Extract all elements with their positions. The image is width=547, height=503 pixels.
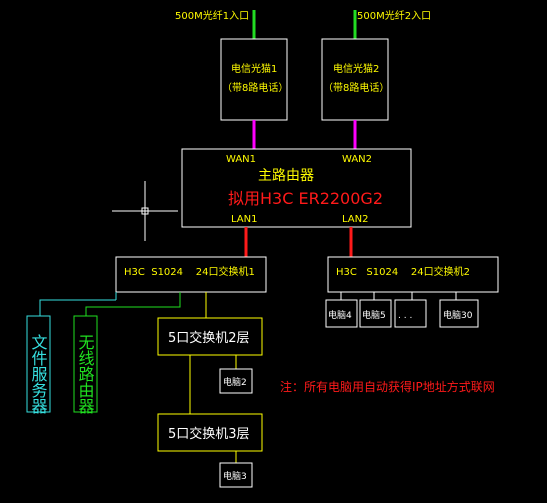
five-port-floor3-label: 5口交换机3层 <box>168 426 250 442</box>
lan1-label: LAN1 <box>231 214 257 225</box>
wan1-label: WAN1 <box>226 154 256 165</box>
crosshair-icon <box>112 181 178 241</box>
ellipsis-label: . . . <box>398 311 412 321</box>
note-text: 注：所有电脑用自动获得IP地址方式联网 <box>280 379 495 394</box>
pc3-label: 电脑3 <box>223 470 247 482</box>
pc5-label: 电脑5 <box>362 309 386 321</box>
router-title: 主路由器 <box>258 168 314 184</box>
wan2-label: WAN2 <box>342 154 372 165</box>
wireless-router-link <box>85 292 181 316</box>
five-port-floor2-box <box>157 317 263 356</box>
five-port-floor2-label: 5口交换机2层 <box>168 330 250 346</box>
file-server-link <box>39 299 116 316</box>
fiber2-label: 500M光纤2入口 <box>357 9 431 22</box>
wireless-router-label: 无线路由器 <box>76 334 95 414</box>
pc4-label: 电脑4 <box>328 309 352 321</box>
pc30-label: 电脑30 <box>443 309 473 321</box>
pc2-label: 电脑2 <box>223 376 247 388</box>
modem2-box <box>321 38 389 121</box>
switch2-box <box>327 256 499 293</box>
pc5-box <box>359 299 392 328</box>
wireless-router-box <box>73 315 98 413</box>
ellipsis-box <box>394 299 427 328</box>
file-server-box <box>26 315 51 413</box>
switch2-label: H3C S1024 24口交换机2 <box>336 265 470 278</box>
lan2-label: LAN2 <box>342 214 368 225</box>
modem1-subtitle: （带8路电话） <box>222 81 288 94</box>
pc2-box <box>219 368 253 394</box>
pc30-box <box>439 299 479 328</box>
pc4-box <box>325 299 358 328</box>
five-port-floor3-box <box>157 413 263 452</box>
router-model: 拟用H3C ER2200G2 <box>228 189 383 208</box>
pc3-box <box>219 462 253 488</box>
switch1-label: H3C S1024 24口交换机1 <box>124 265 255 278</box>
file-server-label: 文件服务器 <box>29 334 48 414</box>
router-box <box>181 148 412 228</box>
modem2-title: 电信光猫2 <box>333 62 379 75</box>
modem1-title: 电信光猫1 <box>231 62 277 75</box>
modem2-subtitle: （带8路电话） <box>323 81 389 94</box>
fiber1-label: 500M光纤1入口 <box>175 9 249 22</box>
modem1-box <box>220 38 288 121</box>
switch1-box <box>115 256 267 293</box>
